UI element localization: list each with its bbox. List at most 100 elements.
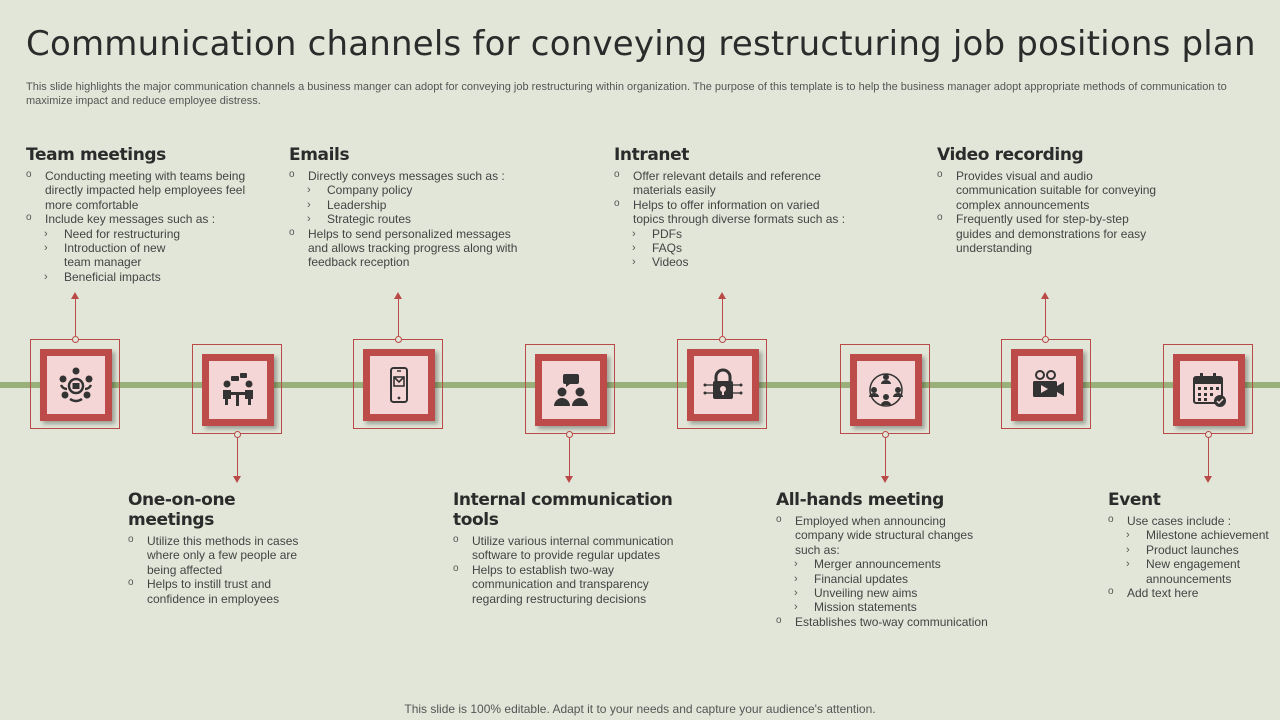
page-subtitle: This slide highlights the major communic… — [26, 81, 1227, 107]
list-item: Introduction of new team manager — [26, 241, 172, 270]
list-item: Employed when announcing company wide st… — [776, 513, 996, 557]
list-item: Unveiling new aims — [776, 586, 996, 601]
arrow-down — [565, 476, 573, 483]
list-item: Helps to establish two-way communication… — [453, 562, 693, 606]
group-circle-icon — [869, 373, 903, 407]
channel-heading: Team meetings — [26, 145, 166, 165]
channel-list: Use cases include : Milestone achievemen… — [1108, 513, 1276, 600]
channel-heading: Event — [1108, 490, 1161, 510]
video-camera-icon — [1033, 370, 1064, 397]
list-item: Leadership — [289, 198, 529, 213]
list-item: Helps to offer information on varied top… — [614, 197, 854, 227]
block-all-hands: All-hands meeting Employed when announci… — [776, 490, 996, 629]
connector-line — [1208, 438, 1209, 476]
block-intranet: Intranet Offer relevant details and refe… — [614, 145, 854, 270]
list-item: FAQs — [614, 241, 854, 256]
connector-line — [1045, 298, 1046, 336]
block-event: Event Use cases include : Milestone achi… — [1108, 490, 1276, 600]
calendar-event-icon — [1193, 373, 1226, 407]
channel-list: Employed when announcing company wide st… — [776, 513, 996, 629]
channel-heading: Intranet — [614, 145, 689, 165]
list-item: Frequently used for step-by-step guides … — [937, 211, 1162, 255]
list-item: Helps to send personalized messages and … — [289, 226, 529, 270]
list-item: Product launches — [1108, 543, 1276, 558]
block-emails: Emails Directly conveys messages such as… — [289, 145, 529, 270]
channel-list: Offer relevant details and reference mat… — [614, 168, 854, 270]
list-item: Merger announcements — [776, 557, 996, 572]
arrow-up — [394, 292, 402, 299]
node-one-on-one — [192, 344, 282, 434]
node-emails — [353, 339, 443, 429]
arrow-down — [881, 476, 889, 483]
connector-dot — [234, 431, 241, 438]
chat-people-icon — [554, 374, 588, 406]
channel-heading: Video recording — [937, 145, 1084, 165]
connector-line — [885, 438, 886, 476]
connector-dot — [566, 431, 573, 438]
node-all-hands — [840, 344, 930, 434]
connector-dot — [72, 336, 79, 343]
connector-dot — [1205, 431, 1212, 438]
timeline-line — [0, 382, 1280, 388]
connector-dot — [882, 431, 889, 438]
connector-dot — [395, 336, 402, 343]
list-item: Beneficial impacts — [26, 270, 251, 285]
channel-list: Provides visual and audio communication … — [937, 168, 1162, 255]
block-team-meetings: Team meetings Conducting meeting with te… — [26, 145, 251, 285]
channel-list: Directly conveys messages such as : Comp… — [289, 168, 529, 270]
block-internal-tools: Internal communication tools Utilize var… — [453, 490, 693, 606]
connector-line — [75, 298, 76, 336]
block-video-recording: Video recording Provides visual and audi… — [937, 145, 1162, 255]
list-item: Strategic routes — [289, 212, 529, 227]
list-item: Helps to instill trust and confidence in… — [128, 576, 318, 606]
connector-line — [398, 298, 399, 336]
footer-note: This slide is 100% editable. Adapt it to… — [404, 702, 876, 716]
list-item: Utilize various internal communication s… — [453, 533, 693, 563]
mobile-email-icon — [390, 367, 408, 403]
list-item: Mission statements — [776, 600, 996, 615]
list-item: Directly conveys messages such as : — [289, 168, 529, 183]
list-item: Company policy — [289, 183, 529, 198]
connector-line — [569, 438, 570, 476]
network-lock-icon — [703, 368, 743, 399]
list-item: Add text here — [1108, 585, 1276, 600]
list-item: Financial updates — [776, 572, 996, 587]
node-video-recording — [1001, 339, 1091, 429]
team-meeting-icon — [59, 367, 93, 403]
connector-line — [237, 438, 238, 476]
channel-heading: All-hands meeting — [776, 490, 944, 510]
arrow-up — [71, 292, 79, 299]
channel-list: Utilize this methods in cases where only… — [128, 533, 318, 606]
list-item: Offer relevant details and reference mat… — [614, 168, 854, 198]
list-item: Conducting meeting with teams being dire… — [26, 168, 251, 212]
channel-heading: Internal communication tools — [453, 490, 673, 530]
list-item: Establishes two-way communication — [776, 614, 996, 629]
arrow-down — [233, 476, 241, 483]
list-item: PDFs — [614, 227, 854, 242]
arrow-down — [1204, 476, 1212, 483]
channel-heading: One-on-one meetings — [128, 490, 236, 530]
channel-list: Utilize various internal communication s… — [453, 533, 693, 606]
channel-heading: Emails — [289, 145, 350, 165]
list-item: Provides visual and audio communication … — [937, 168, 1162, 212]
one-on-one-icon — [223, 373, 253, 406]
block-one-on-one: One-on-one meetings Utilize this methods… — [128, 490, 318, 606]
list-item: Need for restructuring — [26, 227, 251, 242]
list-item: Milestone achievement — [1108, 528, 1276, 543]
list-item: New engagement announcements — [1108, 557, 1276, 586]
page-title: Communication channels for conveying res… — [26, 24, 1256, 64]
list-item: Include key messages such as : — [26, 211, 251, 226]
arrow-up — [718, 292, 726, 299]
node-event — [1163, 344, 1253, 434]
node-internal-tools — [525, 344, 615, 434]
node-intranet — [677, 339, 767, 429]
node-team-meetings — [30, 339, 120, 429]
connector-dot — [1042, 336, 1049, 343]
arrow-up — [1041, 292, 1049, 299]
connector-dot — [719, 336, 726, 343]
list-item: Utilize this methods in cases where only… — [128, 533, 318, 577]
list-item: Use cases include : — [1108, 513, 1276, 528]
connector-line — [722, 298, 723, 336]
list-item: Videos — [614, 255, 854, 270]
channel-list: Conducting meeting with teams being dire… — [26, 168, 251, 285]
